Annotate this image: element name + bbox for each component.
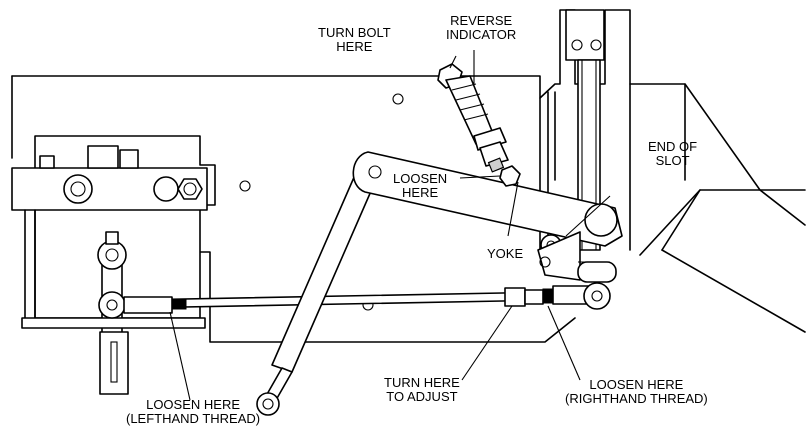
housing-hole — [239, 180, 251, 192]
yoke-arm — [352, 151, 623, 283]
tie-rod — [98, 282, 611, 319]
base-plate — [21, 317, 206, 329]
housing-hole — [392, 93, 404, 105]
label-turn-adjust: TURN HERE TO ADJUST — [384, 375, 460, 404]
label-loosen-lefthand: LOOSEN HERE (LEFTHAND THREAD) — [126, 397, 261, 426]
strut-cylinder — [256, 174, 376, 416]
reverse-indicator-assembly — [437, 63, 521, 187]
label-end-of-slot: END OF SLOT — [648, 139, 698, 168]
label-loosen-righthand: LOOSEN HERE (RIGHTHAND THREAD) — [565, 377, 708, 406]
left-bracket — [11, 135, 216, 319]
label-loosen-yoke-nut: LOOSEN HERE — [393, 171, 448, 200]
label-yoke: YOKE — [487, 246, 524, 261]
label-turn-bolt: TURN BOLT HERE — [318, 25, 391, 54]
housing-plate — [11, 9, 806, 343]
leader-lines — [169, 50, 611, 401]
label-reverse-indicator: REVERSE INDICATOR — [446, 13, 517, 42]
